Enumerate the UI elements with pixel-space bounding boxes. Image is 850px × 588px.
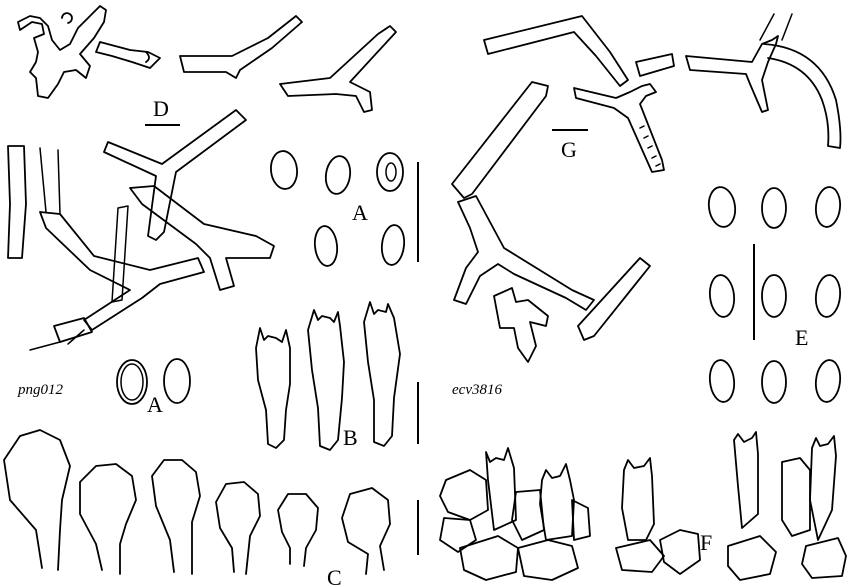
basidium — [809, 435, 837, 541]
panel-f-hymenium — [439, 431, 847, 581]
basidiospore — [270, 150, 298, 190]
skeletal-hypha — [17, 5, 107, 99]
panel-label-a-bottom: A — [147, 392, 163, 417]
basidium — [485, 447, 517, 531]
basidiospore — [761, 187, 787, 229]
skeletal-hypha — [29, 329, 85, 351]
specimen-code-left: png012 — [18, 382, 63, 398]
panel-label-d: D — [153, 96, 169, 121]
cystidium — [341, 487, 391, 575]
skeletal-hypha — [95, 41, 161, 69]
spore-guttule — [385, 162, 397, 182]
subhymenial-cells — [439, 517, 477, 553]
clamp-connection — [61, 12, 73, 24]
basidium — [733, 431, 759, 529]
skeletal-hypha — [451, 81, 549, 199]
clamp-connection — [145, 51, 150, 63]
basidiospore — [376, 152, 404, 192]
basidiospore — [814, 274, 842, 318]
specimen-code-right: ecv3816 — [452, 382, 502, 398]
skeletal-hypha — [577, 257, 651, 341]
basidium — [307, 309, 345, 451]
subhymenial-cells — [459, 535, 519, 581]
skeletal-hypha — [53, 317, 93, 343]
cystidium — [215, 481, 261, 575]
basidiospore — [708, 274, 736, 318]
panel-c-cystidia — [3, 429, 419, 575]
skeletal-hypha — [759, 13, 793, 41]
panel-label-g: G — [561, 137, 577, 162]
basidium — [255, 327, 291, 449]
basidiospore — [324, 155, 352, 195]
skeletal-hypha — [111, 205, 129, 303]
basidiospore — [313, 225, 339, 267]
skeletal-hypha — [39, 211, 205, 331]
panel-label-c: C — [327, 565, 342, 588]
basidiospore — [708, 359, 736, 403]
panel-label-a-top: A — [352, 200, 368, 225]
subhymenial-cells — [511, 489, 545, 541]
skeletal-hypha — [103, 109, 247, 241]
basidium — [539, 463, 575, 541]
skeletal-hypha — [39, 147, 61, 215]
basidiospore — [707, 186, 737, 228]
skeletal-hypha — [685, 35, 779, 113]
panel-b-basidia — [255, 301, 419, 451]
skeletal-hypha — [453, 195, 595, 311]
skeletal-hypha — [7, 145, 27, 259]
cystidium — [79, 463, 137, 575]
basidiospore — [814, 359, 842, 403]
basidiospore — [761, 360, 787, 404]
panel-a-spores — [270, 150, 419, 267]
cystidium — [3, 429, 71, 571]
basidiospore — [814, 186, 842, 228]
panel-label-f: F — [700, 530, 713, 555]
spinulose-tip — [639, 125, 661, 167]
panel-g-hyphae — [451, 13, 842, 363]
panel-a-spores-lower — [116, 358, 191, 405]
subhymenial-cells — [517, 539, 579, 581]
subhymenial-cells — [615, 539, 665, 573]
skeletal-hypha — [279, 25, 397, 113]
subhymenial-cells — [801, 537, 847, 579]
subhymenial-cells — [727, 535, 777, 581]
subhymenial-cells — [781, 457, 811, 537]
skeletal-hypha — [483, 15, 629, 87]
basidiospore — [163, 358, 191, 404]
skeletal-hypha — [573, 83, 665, 173]
skeletal-hypha — [493, 287, 549, 363]
basidiospore — [761, 274, 787, 318]
cystidium — [151, 459, 201, 575]
spore-wall — [120, 363, 144, 401]
panel-d-hyphae — [7, 5, 397, 351]
subhymenial-cells — [659, 529, 701, 575]
basidium — [363, 301, 401, 447]
basidiospore — [116, 359, 148, 405]
skeletal-hypha — [129, 185, 275, 291]
skeletal-hypha — [635, 53, 675, 77]
skeletal-hypha — [179, 15, 303, 79]
panel-e-spores — [707, 186, 842, 404]
subhymenial-cells — [439, 469, 489, 521]
basidiospore — [380, 224, 406, 266]
basidium — [621, 457, 655, 541]
subhymenial-cells — [571, 499, 591, 541]
cystidium — [277, 493, 319, 567]
panel-label-e: E — [795, 325, 809, 350]
panel-label-b: B — [343, 425, 358, 450]
skeletal-hypha — [763, 43, 842, 149]
